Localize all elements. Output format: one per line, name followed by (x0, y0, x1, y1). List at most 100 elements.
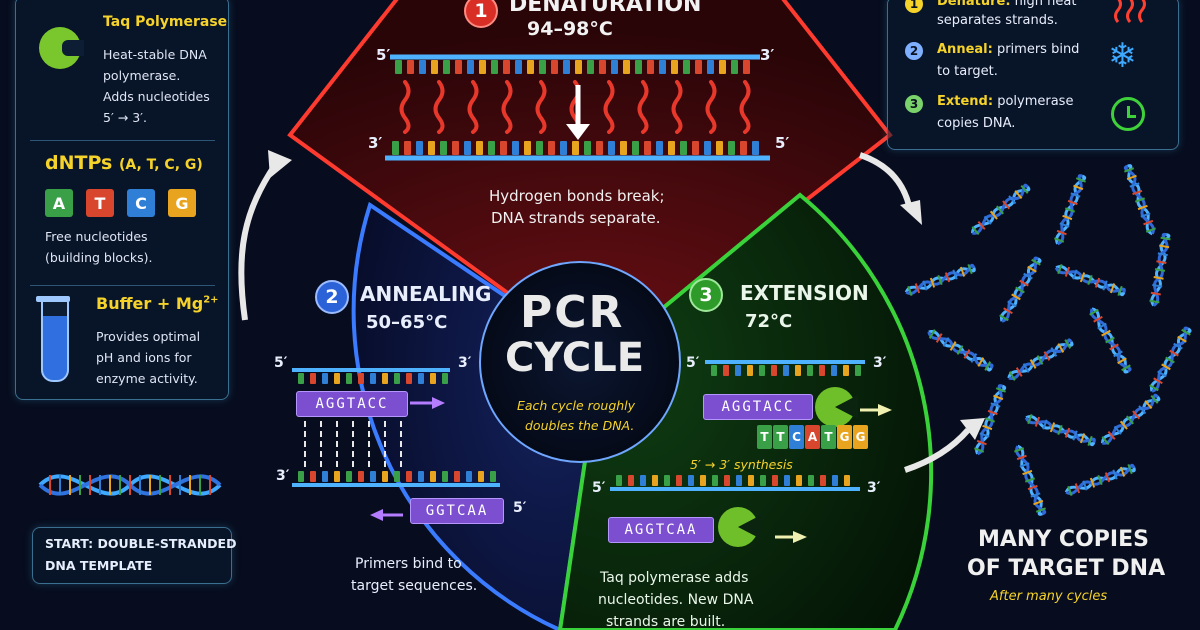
helix-rung (1117, 285, 1123, 296)
helix-rung (1117, 357, 1127, 365)
helix-rung (967, 264, 973, 275)
helix-rung (944, 272, 951, 283)
buffer-desc-line: enzyme activity. (96, 371, 198, 386)
dna-copy-icon (1054, 264, 1126, 296)
helix-rung (1082, 480, 1088, 491)
dna-copy-icon (1149, 326, 1192, 393)
buffer-title: Buffer + Mg2+ (96, 294, 219, 313)
helix-rung (1126, 415, 1134, 425)
nucleotide-tick (431, 60, 438, 74)
dna-copy-icon (1124, 164, 1156, 236)
helix-rung (1050, 347, 1058, 357)
helix-rung (1109, 343, 1119, 351)
helix-rung (952, 269, 958, 280)
helix-rung (1064, 427, 1071, 438)
helix-rung (1019, 279, 1029, 287)
nucleotide-tick (551, 60, 558, 74)
nucleotide-tick (620, 141, 627, 155)
helix-rung (987, 409, 998, 416)
helix-rung (1087, 435, 1093, 446)
extend-primer-bottom: AGGTCAA (608, 517, 714, 543)
helix-rung (1169, 349, 1179, 357)
nucleotide-tick (599, 60, 606, 74)
nucleotide-tick (743, 60, 750, 74)
helix-strand (972, 183, 1029, 235)
nucleotide-tick (587, 60, 594, 74)
helix-rung (1127, 464, 1133, 475)
taq-title: Taq Polymerase (103, 14, 228, 30)
top-strand-bases (395, 60, 750, 74)
primer1-arrow-head (432, 397, 445, 409)
arrow-head (900, 200, 922, 225)
helix-rung (1003, 307, 1013, 315)
step1-number-badge: 1 (464, 0, 498, 28)
nucleotide-tick (719, 60, 726, 74)
nucleotide-tick (623, 60, 630, 74)
primer-reverse: GGTCAA (410, 498, 504, 524)
helix-rung (959, 266, 966, 277)
helix-rung (1072, 430, 1078, 441)
step1-desc: Hydrogen bonds break; (489, 187, 665, 205)
summary-step-text: primers bind (992, 42, 1080, 57)
helix-rung (1057, 264, 1063, 275)
helix-rung (1173, 342, 1183, 350)
step1-end-5: 5′ (376, 46, 391, 64)
extend-top-bases (711, 365, 861, 376)
heat-wave-line (433, 80, 445, 134)
base-g: G (168, 189, 196, 217)
helix-rung (1057, 343, 1065, 353)
helix-rung (1102, 280, 1108, 291)
step1-end-3: 3′ (760, 46, 775, 64)
dntps-desc-line: (building blocks). (45, 250, 153, 265)
helix-rung (1019, 462, 1030, 468)
summary-step-text: polymerase (993, 94, 1074, 109)
new-nucleotide: G (837, 425, 852, 449)
center-note: Each cycle roughly (517, 398, 636, 413)
dntps-label: dNTPs (45, 152, 113, 174)
nucleotide-tick (418, 471, 424, 482)
helix-rung (1121, 364, 1131, 372)
helix-rung (1020, 184, 1029, 194)
helix-rung (995, 387, 1006, 393)
helix-rung (1014, 190, 1023, 200)
nucleotide-tick (632, 141, 639, 155)
helix-rung (1124, 167, 1135, 173)
nucleotide-tick (772, 475, 778, 486)
heat-wave-line (637, 80, 649, 134)
nucleotide-tick (731, 60, 738, 74)
helix-rung (935, 333, 943, 343)
helix-rung (983, 215, 992, 225)
clock-hand (1127, 106, 1130, 117)
nucleotide-tick (808, 475, 814, 486)
clock-icon (1111, 97, 1145, 131)
helix-rung (937, 274, 943, 286)
center-circle (479, 261, 681, 463)
divider (30, 285, 215, 286)
dna-copy-icon (1054, 174, 1086, 246)
heat-waves (399, 80, 751, 134)
nucleotide-tick (616, 475, 622, 486)
nucleotide-tick (442, 373, 448, 384)
helix-rung (1062, 214, 1073, 221)
center-title: CYCLE (505, 335, 645, 381)
helix-rung (1087, 274, 1093, 286)
dna-helix-icon (38, 474, 222, 496)
helix-rung (1143, 219, 1154, 226)
nucleotide-tick (382, 471, 388, 482)
helix-rung (1049, 422, 1056, 433)
nucleotide-tick (712, 475, 718, 486)
nucleotide-tick (442, 471, 448, 482)
nucleotide-tick (747, 365, 753, 376)
nucleotide-tick (334, 373, 340, 384)
helix-rung (984, 361, 992, 371)
nucleotide-tick (668, 141, 675, 155)
helix-rung (1034, 416, 1041, 427)
nucleotide-tick (711, 365, 717, 376)
helix-rung (1112, 469, 1118, 480)
step3-temp: 72°C (745, 311, 793, 332)
helix-rung (1093, 315, 1103, 323)
helix-rung (993, 394, 1004, 401)
helix-rung (1072, 269, 1078, 280)
nucleotide-tick (419, 60, 426, 74)
helix-rung (996, 205, 1004, 215)
